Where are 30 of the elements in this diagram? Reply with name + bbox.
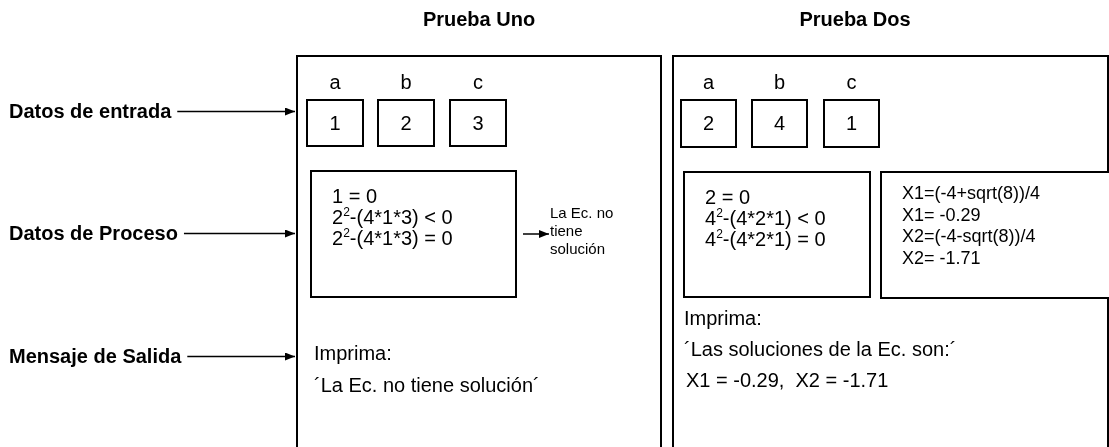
value-box: 4 (751, 99, 808, 148)
variable-name: b (772, 71, 787, 94)
column-heading: Prueba Uno (421, 8, 537, 31)
value-box: 1 (823, 99, 880, 148)
variable-name: c (845, 71, 858, 94)
arrow (176, 107, 296, 116)
value-box: 3 (449, 99, 507, 147)
output-text: ´La Ec. no tiene solución´ (314, 374, 540, 397)
arrow (522, 230, 550, 238)
column-heading: Prueba Dos (798, 8, 912, 31)
value-box: 2 (377, 99, 435, 147)
variable-name: a (328, 71, 342, 94)
result-note: La Ec. no tiene solución (550, 204, 640, 258)
output-text: X1 = -0.29, X2 = -1.71 (686, 369, 889, 392)
process-box: 2 = 0 4$^{2}$-(4*2*1) < 0 4$^{2}$-(4*2*1) = 0 (683, 171, 871, 298)
variable-name: c (472, 71, 484, 94)
output-text: Imprima: (684, 307, 762, 330)
arrow (183, 229, 296, 238)
solution-box: X1=(-4+sqrt(8))/4 X1= -0.29 X2=(-4-sqrt(8))/4 X2= -1.71 (880, 171, 1109, 299)
row-label: Mensaje de Salida (9, 345, 182, 368)
value-box: 2 (680, 99, 737, 148)
arrow (186, 352, 296, 361)
output-text: ´Las soluciones de la Ec. son:´ (684, 338, 957, 361)
output-text: Imprima: (314, 342, 392, 365)
row-label: Datos de entrada (9, 100, 172, 123)
row-label: Datos de Proceso (9, 222, 178, 245)
process-box: 1 = 0 2$^{2}$-(4*1*3) < 0 2$^{2}$-(4*1*3) = 0 (310, 170, 517, 298)
value-box: 1 (306, 99, 364, 147)
variable-name: a (701, 71, 716, 94)
variable-name: b (399, 71, 413, 94)
